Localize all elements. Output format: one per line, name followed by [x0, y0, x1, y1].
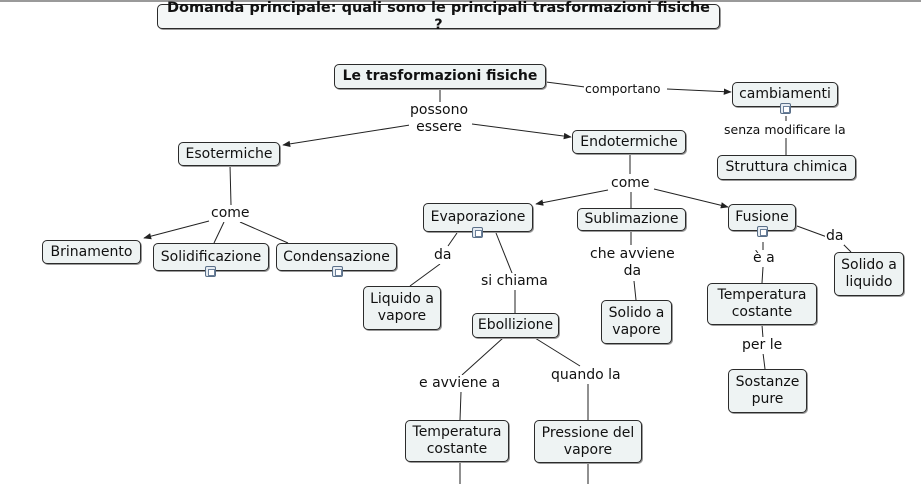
link-possono-endotermiche — [471, 123, 572, 140]
link-label-possono-essere: possono essere — [409, 102, 470, 136]
link-come-brinamento — [143, 220, 210, 240]
concept-sublimazione[interactable]: Sublimazione — [577, 208, 686, 231]
link-temperatura-perle — [761, 324, 764, 339]
concept-evaporazione[interactable]: Evaporazione — [423, 203, 533, 232]
link-come-evaporazione — [535, 189, 609, 206]
link-esotermiche-come — [229, 164, 232, 206]
concept-cambiamenti[interactable]: cambiamenti — [732, 82, 838, 107]
link-da-liquido — [409, 263, 441, 287]
concept-pressione-del-vapore[interactable]: Pressione del vapore — [534, 420, 642, 463]
link-evaporazione-sichiama — [495, 232, 513, 274]
link-evaporazione-da — [447, 232, 458, 247]
link-label-senza-modificare: senza modificare la — [723, 121, 847, 138]
link-cheavviene-solido — [633, 280, 637, 301]
concept-solido-a-liquido[interactable]: Solido a liquido — [834, 252, 904, 296]
concept-esotermiche[interactable]: Esotermiche — [178, 142, 280, 166]
link-come-fusione — [653, 188, 729, 209]
concept-temperatura-costante-fusione[interactable]: Temperatura costante — [707, 283, 817, 325]
link-ea-temperatura — [761, 266, 764, 284]
link-come-solidificazione — [213, 221, 225, 244]
link-label-da-fusione: da — [825, 228, 845, 245]
concept-liquido-a-vapore[interactable]: Liquido a vapore — [363, 286, 441, 330]
window-top-border — [0, 0, 921, 2]
link-root-comportano — [545, 81, 586, 88]
attachment-icon[interactable] — [332, 266, 343, 277]
link-label-e-avviene-a: e avviene a — [418, 375, 502, 392]
link-eavviene-temperatura — [459, 391, 462, 421]
link-ebollizione-quandola — [534, 337, 581, 367]
link-possono-esotermiche — [282, 124, 411, 148]
link-label-che-avviene-da: che avviene da — [589, 246, 676, 280]
link-label-e-a: è a — [752, 250, 776, 267]
main-question-box[interactable]: Domanda principale: quali sono le princi… — [157, 0, 720, 33]
link-come-condensazione — [239, 221, 289, 244]
concept-struttura-chimica[interactable]: Struttura chimica — [717, 155, 856, 180]
concept-solido-a-vapore[interactable]: Solido a vapore — [601, 300, 672, 344]
attachment-icon[interactable] — [780, 103, 791, 114]
concept-endotermiche[interactable]: Endotermiche — [572, 130, 686, 154]
concept-sostanze-pure[interactable]: Sostanze pure — [728, 369, 807, 413]
concept-root[interactable]: Le trasformazioni fisiche — [334, 64, 546, 89]
attachment-icon[interactable] — [757, 226, 768, 237]
attachment-icon[interactable] — [472, 227, 483, 238]
link-label-quando-la: quando la — [550, 367, 622, 384]
concept-ebollizione[interactable]: Ebollizione — [472, 313, 559, 338]
concept-temperatura-costante-ebollizione[interactable]: Temperatura costante — [405, 420, 509, 462]
concept-condensazione[interactable]: Condensazione — [276, 243, 397, 271]
link-ebollizione-eavviene — [461, 337, 504, 376]
link-label-come-esotermiche: come — [210, 205, 251, 222]
concept-brinamento[interactable]: Brinamento — [42, 240, 141, 264]
link-perle-sostanze — [762, 352, 766, 370]
link-comportano-cambiamenti — [666, 88, 732, 95]
link-fusione-da — [796, 225, 828, 238]
link-label-come-endotermiche: come — [610, 175, 651, 192]
link-label-da-evaporazione: da — [433, 247, 453, 264]
link-label-comportano: comportano — [584, 80, 662, 97]
link-label-si-chiama: si chiama — [480, 273, 549, 290]
attachment-icon[interactable] — [205, 266, 216, 277]
link-label-per-le: per le — [741, 337, 784, 354]
